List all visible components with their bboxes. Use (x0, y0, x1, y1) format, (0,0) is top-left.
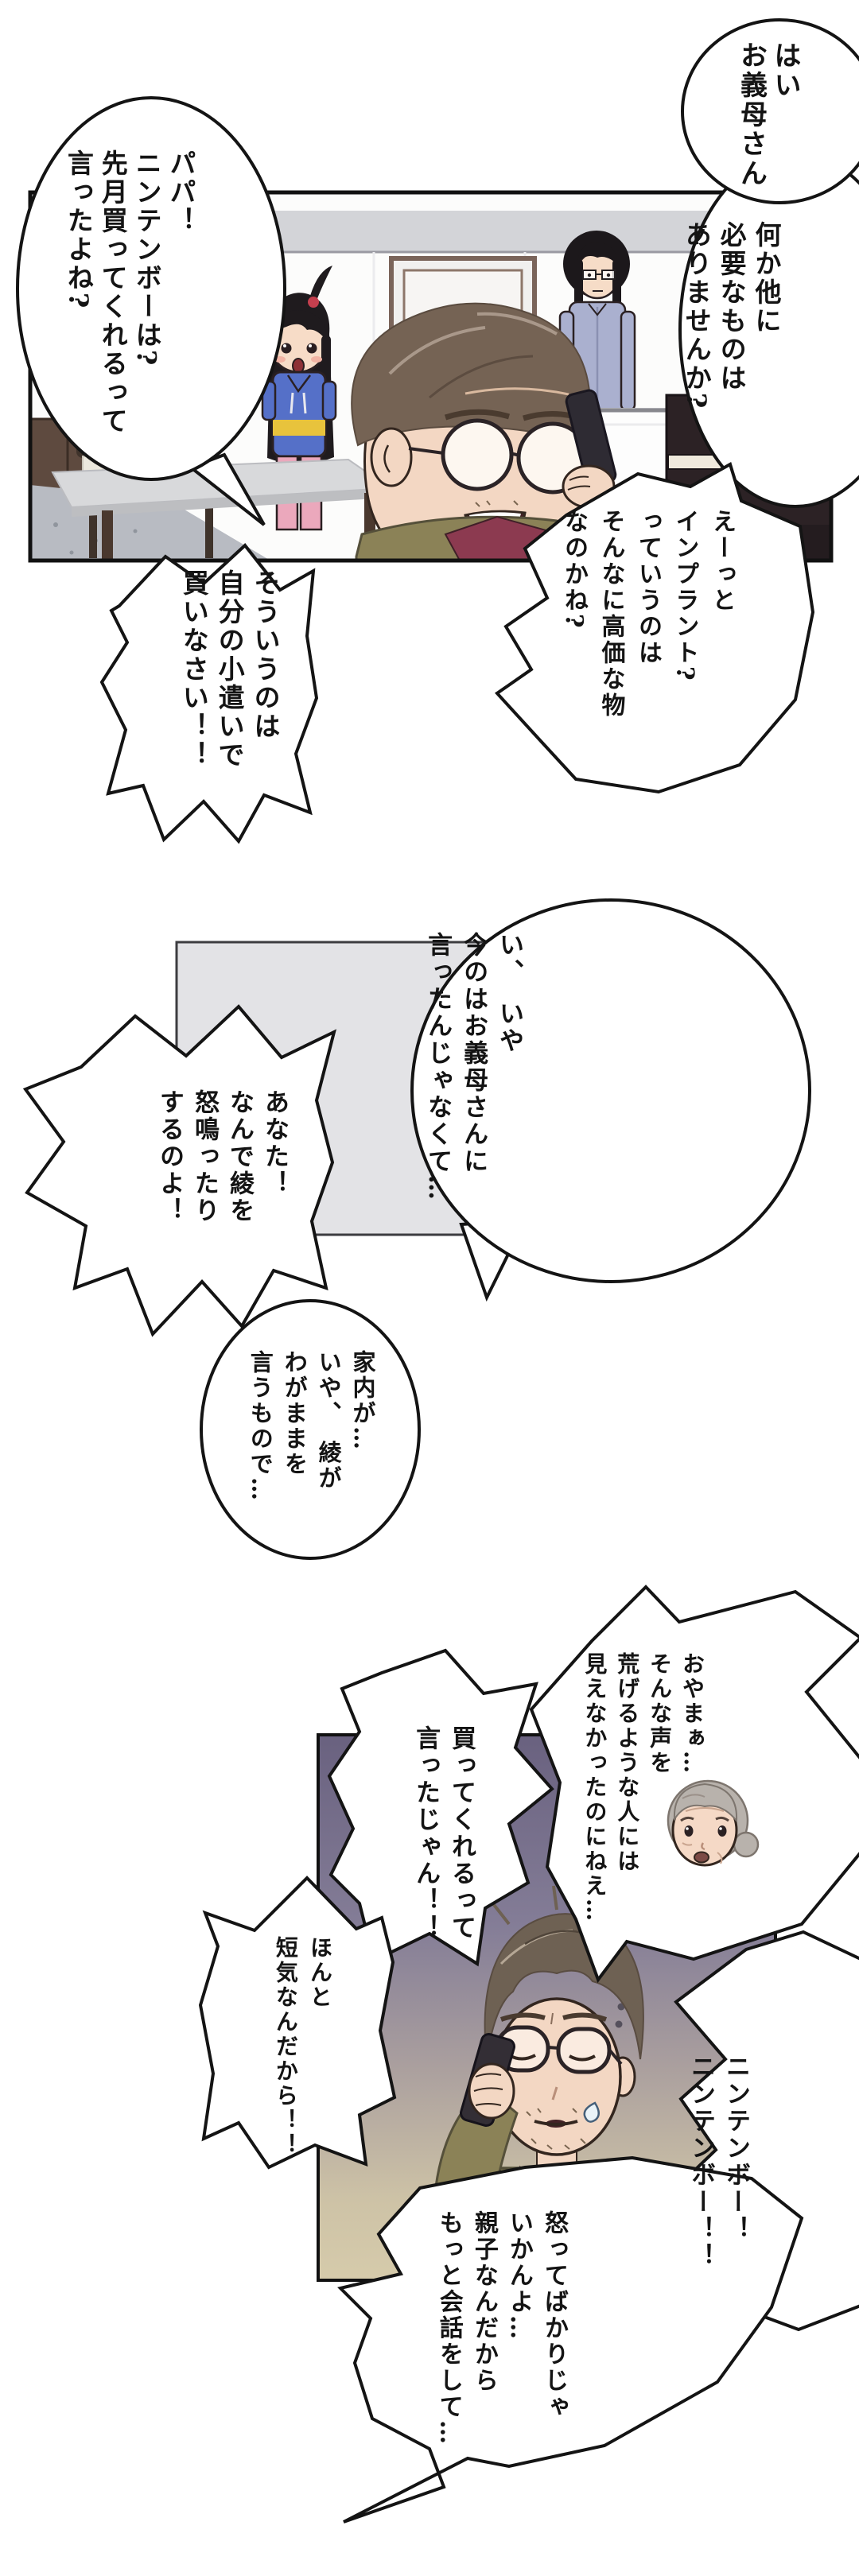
bubble-line: 買ってくれるって (447, 1725, 476, 1942)
grandma-forehead-wrinkle (685, 1807, 725, 1812)
bubble-line: あなた！ (260, 1089, 289, 1197)
speech-bubble-katte (327, 1648, 554, 1967)
speech-bubble-hai-text: はい お義母さん (734, 41, 802, 188)
bubble-line: 買いなさい！！ (178, 569, 210, 770)
bubble-line: いかんよ… (504, 2210, 533, 2341)
girl-open-mouth (292, 358, 305, 374)
bubble-line: おやまぁ… (679, 1652, 705, 1775)
bubble-line: ニンテンボー！！ (686, 2054, 715, 2270)
bubble-line: 怒鳴ったり (189, 1089, 219, 1224)
speech-bubble-oyamaa-text: おやまぁ… そんな声を 荒げるような人には 見えなかったのにねえ… (578, 1652, 709, 1923)
speech-bubble-okotte-text: 怒ってばかりじゃ いかんよ… 親子なんだから もっと会話をして… (431, 2210, 571, 2446)
bubble-line: っていうのは (634, 509, 662, 666)
speech-bubble-hai (681, 18, 859, 204)
speech-bubble-eetto-text: えーっと インプラント? っていうのは そんなに高価な物 なのかね? (555, 509, 740, 719)
bubble-line: 先月買ってくれるって (97, 149, 129, 436)
bubble-line: 言ったじゃん！！ (411, 1725, 441, 1942)
bubble-line: わがままを (281, 1350, 309, 1477)
bubble-line: 必要なものは (716, 221, 748, 393)
ahoge-hair-strand (310, 266, 332, 301)
bubble-line: 言ったよね? (63, 149, 95, 311)
speech-bubble-papa-text: パパ！ ニンテンボーは? 先月買ってくれるって 言ったよね? (60, 149, 197, 436)
sweat-drop (583, 2101, 600, 2123)
speech-bubble-anata-text: あなた！ なんで綾を 怒鳴ったり するのよ！ (152, 1089, 292, 1224)
speech-bubble-nanika-text: 何か他に 必要なものは ありませんか? (678, 221, 783, 410)
speech-bubble-honto-text: ほんと 短気なんだから！！ (269, 1936, 337, 2158)
bubble-line: ニンテンボー！ (721, 2054, 750, 2243)
bubble-line: 見えなかったのにねえ… (581, 1652, 608, 1923)
hoodie-yellow-stripe (273, 420, 325, 436)
speech-bubble-iya-text: い、 いや 今のはお義母さんに 言ったんじゃなくて… (419, 932, 527, 1202)
speech-bubble-nintenbo-text: ニンテンボー！ ニンテンボー！！ (683, 2054, 753, 2270)
bubble-line: 家内が… (349, 1350, 376, 1452)
father-ear (370, 427, 413, 487)
bubble-line: 自分の小遣いで (214, 569, 246, 770)
father-face-p3 (492, 1997, 622, 2156)
bubble-line: インプラント? (670, 509, 699, 683)
bubble-line: 今のはお義母さんに (459, 932, 488, 1175)
speech-bubble-papa (16, 96, 286, 481)
speech-bubble-anata (22, 1004, 337, 1337)
ceiling-soffit (255, 211, 772, 252)
bubble-line: ほんと (307, 1936, 333, 2010)
bubble-line: いや、 綾が (315, 1350, 343, 1492)
bubble-line: するのよ！ (154, 1089, 184, 1224)
bubble-line: 言うもので… (247, 1350, 274, 1503)
bubble-line: 怒ってばかりじゃ (540, 2210, 568, 2420)
father-mouth-p3 (534, 2120, 578, 2126)
speech-bubble-souiu (99, 543, 319, 844)
bubble-line: えーっと (708, 509, 736, 614)
bubble-line: い、 いや (495, 932, 523, 1055)
bubble-line: 荒げるような人には (614, 1652, 641, 1874)
bubble-line: そんなに高価な物 (597, 509, 625, 719)
grandma-eyebrow (680, 1816, 694, 1822)
speech-bubble-kanai-text: 家内が… いや、 綾が わがままを 言うもので… (243, 1350, 379, 1503)
bubble-line: なんで綾を (224, 1089, 254, 1224)
bubble-line: なのかね? (560, 509, 588, 630)
speech-bubbles (16, 18, 859, 2524)
red-hair-tie (308, 297, 319, 308)
speech-bubble-honto (198, 1876, 397, 2170)
speech-bubble-iya (410, 898, 811, 1283)
bubble-line: 親子なんだから (469, 2210, 498, 2394)
bubble-line: ニンテンボーは? (131, 149, 163, 368)
father-hair (351, 302, 594, 447)
grandma-face (667, 1779, 760, 1867)
speech-bubble-kanai (200, 1299, 421, 1560)
grandma-open-mouth (694, 1851, 709, 1864)
speech-bubble-okotte (337, 2155, 804, 2524)
bubble-line: そういうのは (250, 569, 281, 741)
father-character-foreground (351, 302, 617, 561)
bubble-line: そんな声を (647, 1652, 674, 1775)
girl-blue-hoodie (271, 370, 327, 458)
speech-bubble-katte-text: 買ってくれるって 言ったじゃん！！ (407, 1725, 479, 1942)
father-glasses-left-lens (441, 418, 514, 491)
bubble-line: もっと会話をして… (434, 2210, 463, 2446)
speech-bubble-souiu-text: そういうのは 自分の小遣いで 買いなさい！！ (175, 569, 282, 770)
bubble-line: 何か他に (751, 221, 782, 336)
bubble-line: お義母さん (735, 41, 768, 188)
grandma-hair-bun (733, 1831, 760, 1858)
bubble-line: はい (769, 41, 801, 100)
bubble-line: パパ！ (165, 149, 196, 235)
speech-bubble-eetto (494, 462, 815, 794)
bubble-line: 言ったんじゃなくて… (423, 932, 453, 1202)
bubble-line: ありませんか? (681, 221, 713, 411)
bubble-line: 短気なんだから！！ (272, 1936, 299, 2158)
